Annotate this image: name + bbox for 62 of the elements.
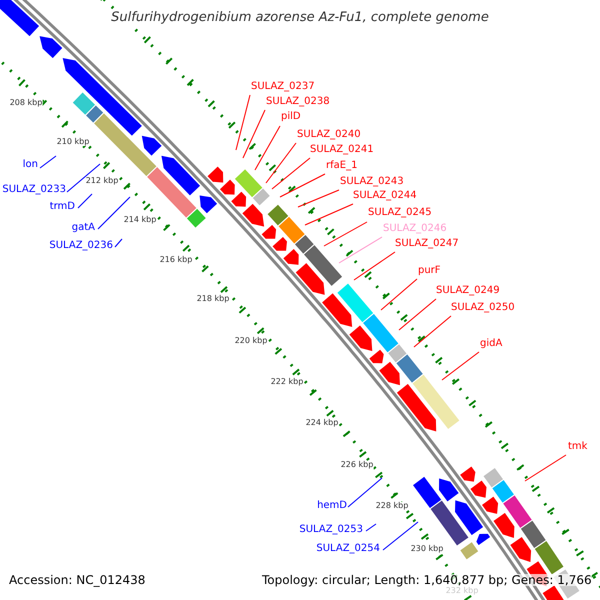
leader-line	[366, 524, 376, 532]
leader-line	[298, 190, 340, 208]
gene-label: SULAZ_0240	[297, 130, 361, 140]
leader-line	[398, 298, 436, 330]
scale-label: 214 kbp	[124, 216, 156, 224]
leader-line	[524, 454, 566, 482]
gene-label: SULAZ_0247	[395, 239, 459, 249]
leader-line	[236, 94, 250, 150]
leader-line	[324, 222, 368, 246]
leader-line	[380, 278, 418, 310]
leader-line	[442, 352, 480, 380]
accession-text: Accession: NC_012438	[9, 574, 146, 586]
leader-line	[338, 236, 382, 264]
genome-info-text: Topology: circular; Length: 1,640,877 bp; Genes: 1,766	[262, 574, 592, 586]
gene-label: pilD	[281, 112, 301, 122]
gene-label: SULAZ_0241	[310, 145, 374, 155]
scale-label: 212 kbp	[86, 177, 118, 185]
leader-line	[40, 156, 56, 168]
gene-label: gidA	[480, 339, 502, 349]
gene-label: purF	[418, 266, 441, 276]
leader-line	[354, 252, 396, 280]
leader-line	[266, 142, 296, 184]
gene-label: SULAZ_0249	[436, 286, 500, 296]
scale-label: 224 kbp	[306, 419, 338, 427]
leader-line	[114, 238, 122, 248]
leader-line	[304, 204, 354, 226]
gene-label: SULAZ_0253	[299, 525, 363, 535]
gene-label: SULAZ_0237	[251, 82, 315, 92]
gene-label: SULAZ_0236	[49, 241, 113, 251]
gene-label: tmk	[568, 442, 588, 452]
leader-line	[242, 110, 266, 158]
gene-label: SULAZ_0238	[266, 97, 330, 107]
scale-label: 220 kbp	[234, 337, 268, 345]
leader-line	[348, 478, 382, 508]
leader-line	[98, 196, 130, 230]
gene-label: trmD	[50, 202, 75, 212]
gene-label: lon	[22, 160, 38, 170]
scale-label: 208 kbp	[10, 99, 42, 107]
gene-label: SULAZ_0250	[451, 303, 515, 313]
gene-label: rfaE_1	[326, 161, 358, 171]
scale-label: 222 kbp	[270, 378, 304, 386]
scale-label: 210 kbp	[56, 138, 90, 146]
scale-label: 216 kbp	[160, 256, 192, 264]
leader-line	[280, 174, 326, 198]
leader-line	[272, 158, 310, 190]
leader-line	[382, 522, 418, 550]
gene-label: SULAZ_0254	[316, 544, 380, 554]
gene-label: SULAZ_0245	[368, 208, 432, 218]
gene-label: SULAZ_0246	[383, 224, 447, 234]
leader-line	[66, 164, 100, 192]
scale-label: 230 kbp	[410, 545, 444, 553]
scale-label: 228 kbp	[376, 502, 408, 510]
gene-label: SULAZ_0244	[353, 191, 417, 201]
leader-line	[78, 194, 92, 208]
scale-label: 218 kbp	[196, 295, 230, 303]
gene-label: SULAZ_0233	[2, 185, 66, 195]
gene-label: SULAZ_0243	[340, 177, 404, 187]
scale-label: 226 kbp	[340, 461, 374, 469]
gene-label: gatA	[72, 223, 95, 233]
gene-label: hemD	[317, 501, 347, 511]
leader-line	[414, 316, 452, 348]
leader-line	[254, 126, 280, 170]
